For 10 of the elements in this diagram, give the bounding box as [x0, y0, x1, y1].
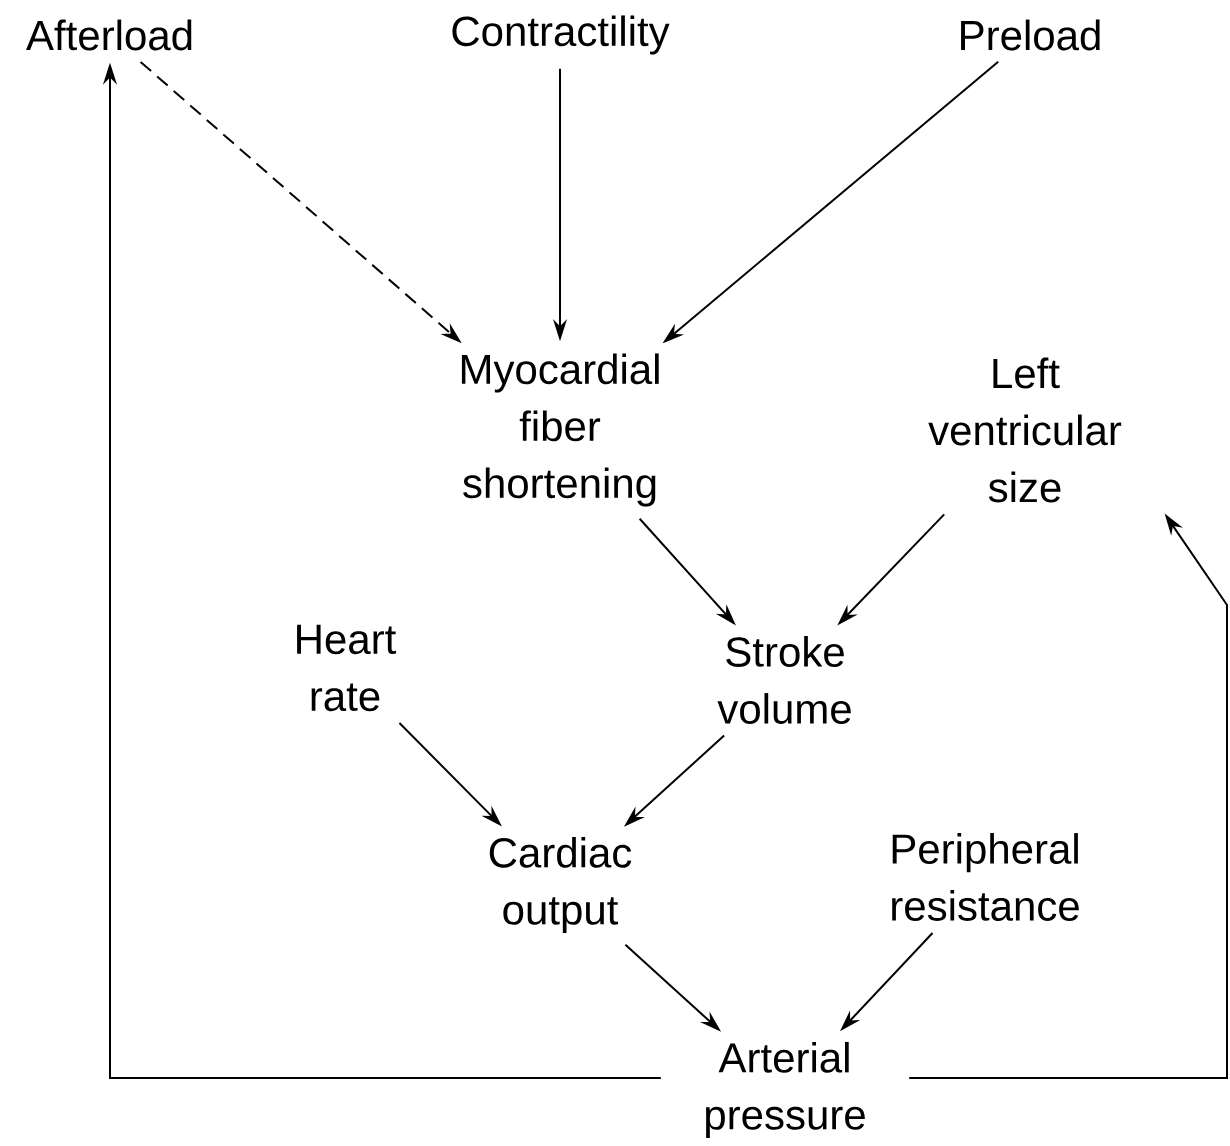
node-label: Left ventricular size — [928, 357, 1122, 503]
node-label: Stroke volume — [717, 636, 851, 724]
node-label: Preload — [961, 19, 1100, 51]
node-label: Heart rate — [297, 624, 396, 712]
node-label: Myocardial fiber shortening — [461, 353, 659, 507]
node-label: Contractility — [452, 15, 670, 55]
node-label: Afterload — [26, 19, 192, 51]
node-label: Arterial pressure — [706, 1041, 865, 1139]
node-label: Peripheral resistance — [892, 833, 1079, 921]
node-label: Cardiac output — [489, 836, 632, 934]
